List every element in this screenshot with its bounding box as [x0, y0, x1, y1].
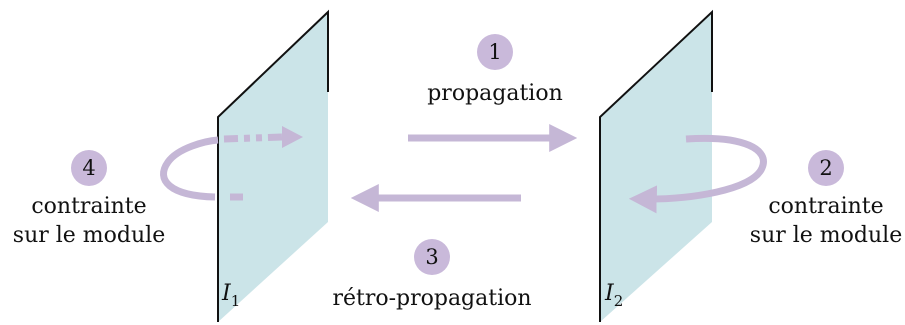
- step-4-label-line2: sur le module: [13, 223, 165, 248]
- loop-4-front-segment: [160, 136, 219, 201]
- step-1-label: propagation: [427, 81, 563, 106]
- plane-i1-index: 1: [231, 292, 241, 310]
- step-3-label: rétro-propagation: [332, 286, 531, 311]
- step-1-badge: [477, 34, 513, 70]
- step-3: 3 rétro-propagation: [332, 239, 532, 311]
- step-4-number: 4: [82, 156, 95, 180]
- step-4-badge: [71, 150, 107, 186]
- plane-i1: I1: [217, 9, 329, 322]
- loop-4-dashed-segment: [223, 133, 284, 143]
- plane-i2-edge: [599, 9, 713, 322]
- step-3-number: 3: [425, 245, 438, 269]
- plane-i2-index: 2: [614, 292, 624, 310]
- step-2-badge: [808, 150, 844, 186]
- plane-i1-letter: I: [221, 281, 232, 306]
- plane-i2-surface: [600, 12, 712, 322]
- step-3-badge: [414, 239, 450, 275]
- step-1: 1 propagation: [427, 34, 563, 106]
- step-2-label-line1: contrainte: [768, 194, 883, 219]
- loop-4-arrowhead: [282, 126, 303, 148]
- step-2-label-line2: sur le module: [750, 223, 902, 248]
- plane-i2: I2: [599, 9, 713, 322]
- step-1-number: 1: [488, 40, 501, 64]
- step-4-label-line1: contrainte: [31, 194, 146, 219]
- step-4: 4 contrainte sur le module: [13, 150, 165, 248]
- step-2-number: 2: [819, 156, 832, 180]
- constraint-loop-arrow-2: [628, 134, 767, 214]
- constraint-loop-arrow-4: [160, 126, 303, 201]
- plane-i1-edge: [217, 9, 329, 322]
- plane-i2-letter: I: [604, 281, 615, 306]
- plane-i1-surface: [218, 12, 328, 322]
- svg-text:I2: I2: [604, 281, 623, 310]
- step-2: 2 contrainte sur le module: [750, 150, 902, 248]
- svg-text:I1: I1: [221, 281, 240, 310]
